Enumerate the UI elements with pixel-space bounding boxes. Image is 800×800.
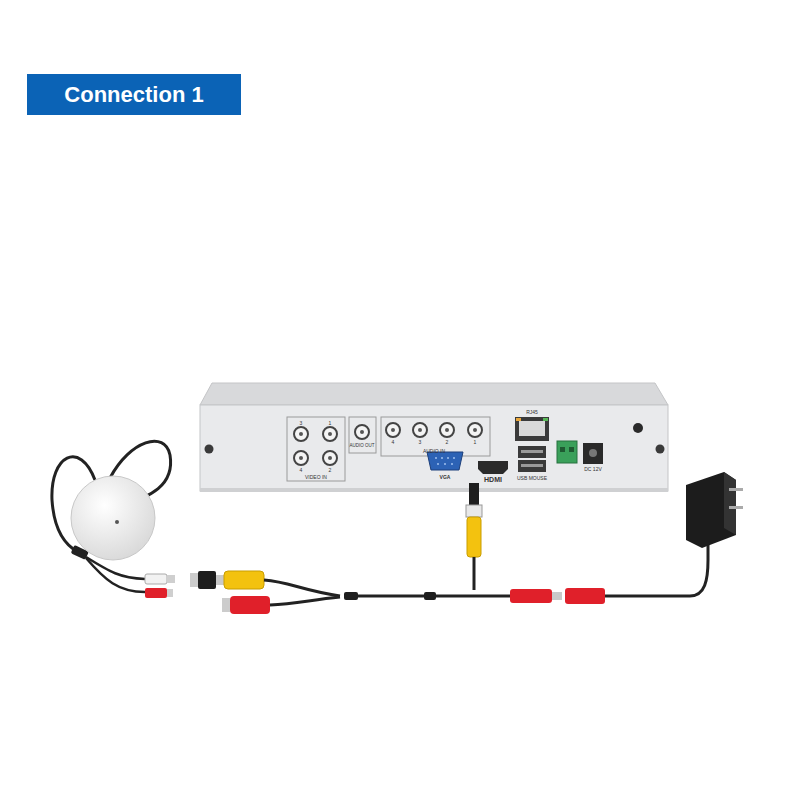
port-number: 3: [419, 440, 422, 445]
port-label: HDMI: [484, 476, 502, 483]
port-label: AUDIO IN: [423, 449, 445, 454]
port-label: RJ45: [526, 410, 538, 415]
port-label: DC 12V: [584, 467, 602, 472]
port-number: 1: [329, 421, 332, 426]
port-number: 3: [300, 421, 303, 426]
port-number: 1: [474, 440, 477, 445]
port-label: AUDIO OUT: [349, 444, 374, 449]
port-label: VGA: [440, 475, 451, 480]
title-banner: Connection 1: [27, 74, 241, 115]
port-label: USB MOUSE: [517, 476, 547, 481]
port-number: 4: [392, 440, 395, 445]
port-number: 2: [329, 468, 332, 473]
port-number: 2: [446, 440, 449, 445]
port-label: VIDEO IN: [305, 475, 327, 480]
port-number: 4: [300, 468, 303, 473]
